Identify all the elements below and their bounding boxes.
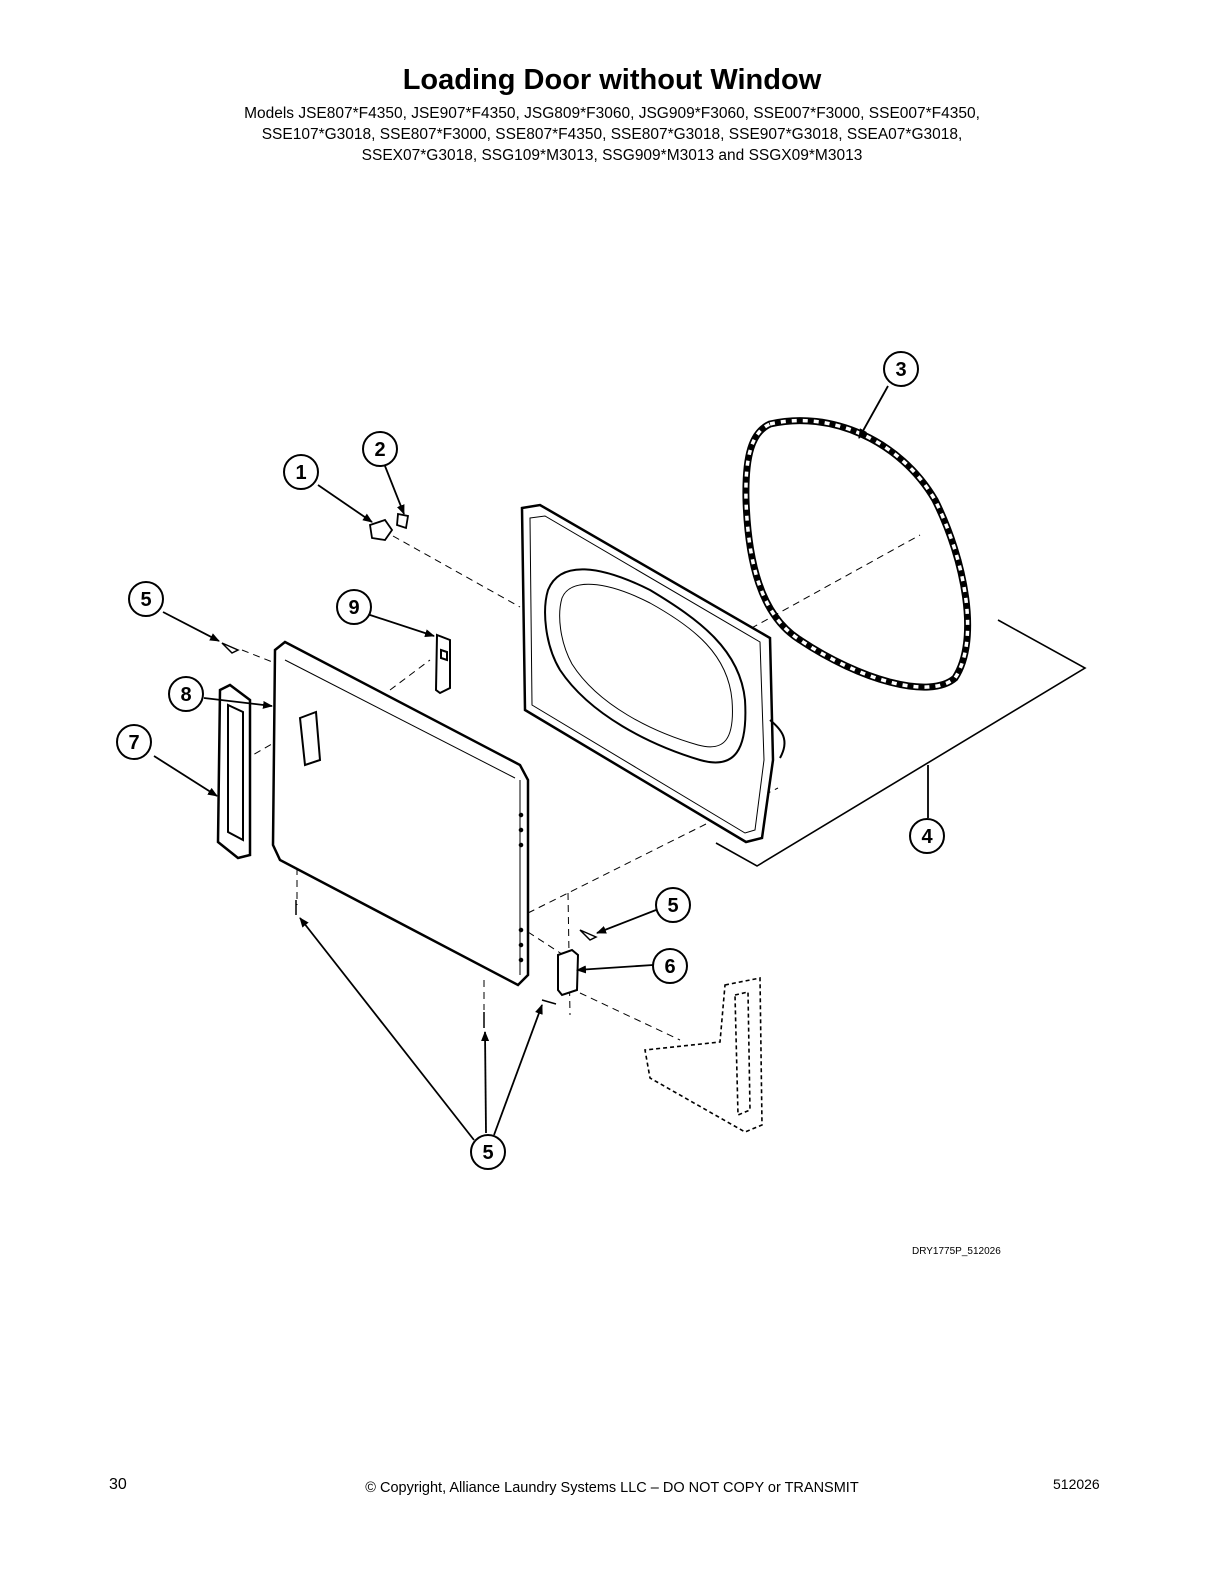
callout-3: 3 <box>895 359 906 381</box>
callout-5-right: 5 <box>667 895 678 917</box>
model-line: Models JSE807*F4350, JSE907*F4350, JSG80… <box>244 105 980 122</box>
screw <box>579 929 598 941</box>
callout-6: 6 <box>664 956 675 978</box>
door-hinge <box>557 948 580 997</box>
dryer-front-panel-outline <box>715 619 1087 867</box>
callout-circles <box>116 351 945 1170</box>
copyright-notice: © Copyright, Alliance Laundry Systems LL… <box>365 1480 859 1496</box>
screws <box>221 642 598 1028</box>
latch-assembly <box>368 512 410 541</box>
door-handle <box>216 683 252 860</box>
callout-4: 4 <box>921 826 933 848</box>
outer-door-panel <box>271 640 530 987</box>
callout-9: 9 <box>348 597 359 619</box>
model-line: SSEX07*G3018, SSG109*M3013, SSG909*M3013… <box>361 147 863 164</box>
drawing-id: DRY1775P_512026 <box>912 1246 1001 1257</box>
screw <box>221 642 240 654</box>
callout-7: 7 <box>128 732 139 754</box>
model-line: SSE107*G3018, SSE807*F3000, SSE807*F4350… <box>261 126 963 143</box>
document-number: 512026 <box>1053 1476 1100 1492</box>
door-strike <box>434 633 451 695</box>
callout-5-bottom: 5 <box>482 1142 493 1164</box>
leader-arrows <box>153 385 889 1141</box>
callout-2: 2 <box>374 439 385 461</box>
cabinet-hinge-bracket <box>644 977 763 1133</box>
inner-door-frame <box>520 503 786 844</box>
page-number: 30 <box>109 1476 127 1493</box>
door-gasket <box>742 417 972 691</box>
callout-1: 1 <box>295 462 306 484</box>
callout-5-left: 5 <box>140 589 151 611</box>
screw <box>541 999 557 1005</box>
callout-labels: 1 2 3 4 5 6 7 8 9 5 5 <box>128 359 933 1164</box>
model-list: Models JSE807*F4350, JSE907*F4350, JSG80… <box>150 103 1074 166</box>
page-title: Loading Door without Window <box>402 64 822 96</box>
callout-8: 8 <box>180 684 191 706</box>
